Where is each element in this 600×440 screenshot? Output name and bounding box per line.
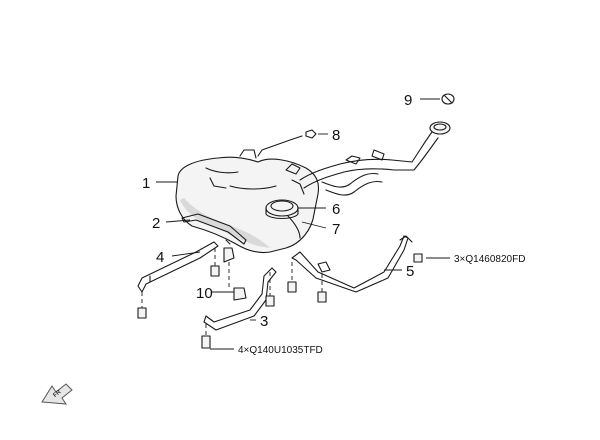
callout-6: 6 — [332, 201, 340, 218]
bolt-set-center — [210, 239, 247, 301]
callout-8: 8 — [332, 127, 340, 144]
callout-3: 3 — [260, 313, 268, 330]
tank-strap-right — [287, 235, 423, 303]
front-arrow-label: FR — [52, 389, 63, 399]
fuel-tank — [175, 149, 320, 254]
fastener-spec-lower: 4×Q140U1035TFD — [238, 345, 323, 356]
vent-valve — [257, 129, 317, 157]
callout-10: 10 — [196, 285, 213, 302]
filler-neck-pipe — [285, 121, 451, 196]
filler-cap-clamp — [441, 93, 455, 105]
callout-9: 9 — [404, 92, 412, 109]
callout-7: 7 — [332, 221, 340, 238]
tank-strap-bottom — [201, 267, 277, 349]
callout-5: 5 — [406, 263, 414, 280]
tank-strap-upper — [181, 213, 247, 245]
callout-2: 2 — [152, 215, 160, 232]
callout-4: 4 — [156, 249, 164, 266]
tank-strap-left — [137, 241, 219, 319]
front-arrow-icon: FR — [41, 383, 73, 405]
callout-1: 1 — [142, 175, 150, 192]
fastener-spec-upper: 3×Q1460820FD — [454, 254, 525, 265]
leader-lines — [156, 98, 450, 350]
